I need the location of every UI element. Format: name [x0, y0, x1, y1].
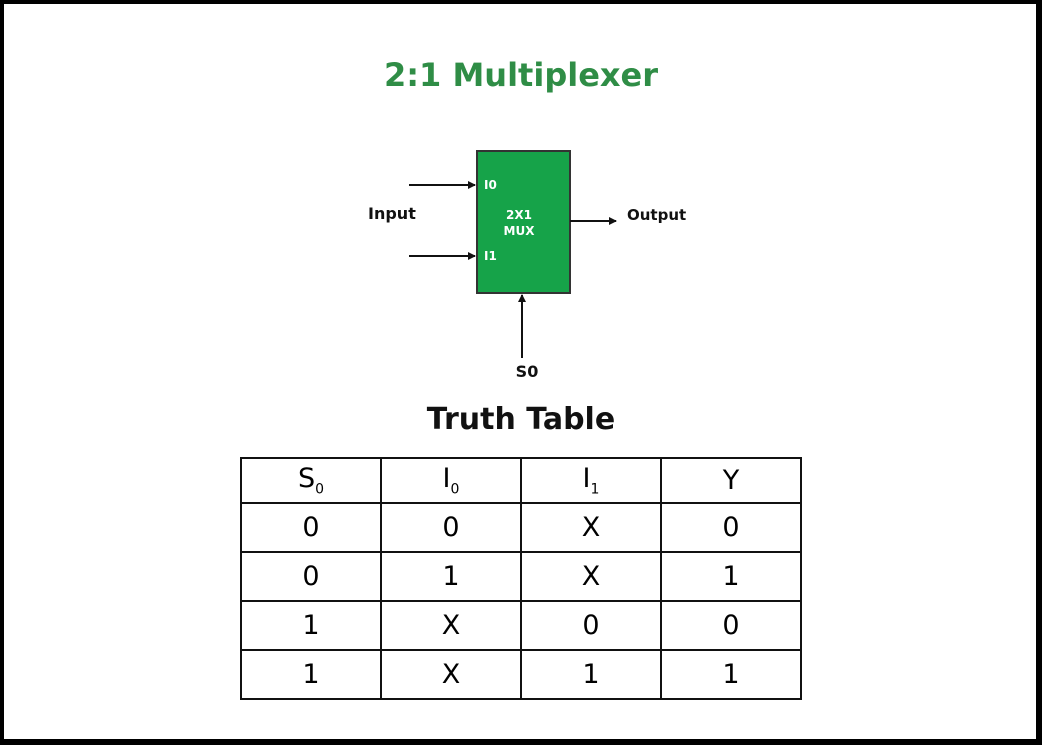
input-pin-0-label: I0 — [484, 178, 497, 192]
table-cell: X — [520, 551, 662, 602]
input-label: Input — [368, 204, 416, 223]
table-cell: 0 — [240, 551, 382, 602]
table-cell: 1 — [240, 649, 382, 700]
mux-block — [476, 150, 571, 294]
table-row: 1 X 0 0 — [240, 600, 802, 651]
table-cell: 0 — [380, 502, 522, 553]
table-row: 1 X 1 1 — [240, 649, 802, 700]
output-label: Output — [627, 206, 686, 224]
table-cell: X — [380, 600, 522, 651]
input-pin-1-label: I1 — [484, 249, 497, 263]
page-title: 2:1 Multiplexer — [383, 56, 659, 94]
table-row: 0 1 X 1 — [240, 551, 802, 602]
truth-table: S0 I0 I1 Y 0 0 X 0 0 1 X 1 1 X 0 0 1 X 1 — [240, 457, 802, 700]
truth-table-title: Truth Table — [426, 402, 616, 437]
header-s0: S0 — [240, 457, 382, 504]
table-cell: X — [520, 502, 662, 553]
table-cell: 1 — [380, 551, 522, 602]
table-cell: 1 — [520, 649, 662, 700]
mux-label-line2: MUX — [504, 224, 536, 238]
select-label: S0 — [516, 362, 539, 381]
table-cell: 0 — [520, 600, 662, 651]
table-cell: 0 — [240, 502, 382, 553]
truth-table-header-row: S0 I0 I1 Y — [240, 457, 802, 504]
table-cell: 0 — [660, 502, 802, 553]
table-cell: 1 — [660, 551, 802, 602]
table-cell: X — [380, 649, 522, 700]
table-cell: 0 — [660, 600, 802, 651]
table-cell: 1 — [240, 600, 382, 651]
header-y: Y — [660, 457, 802, 504]
table-row: 0 0 X 0 — [240, 502, 802, 553]
mux-label-line1: 2X1 — [506, 208, 532, 222]
table-cell: 1 — [660, 649, 802, 700]
header-i0: I0 — [380, 457, 522, 504]
header-i1: I1 — [520, 457, 662, 504]
mux-diagram: I0 I1 2X1 MUX Input Output S0 — [368, 150, 686, 381]
